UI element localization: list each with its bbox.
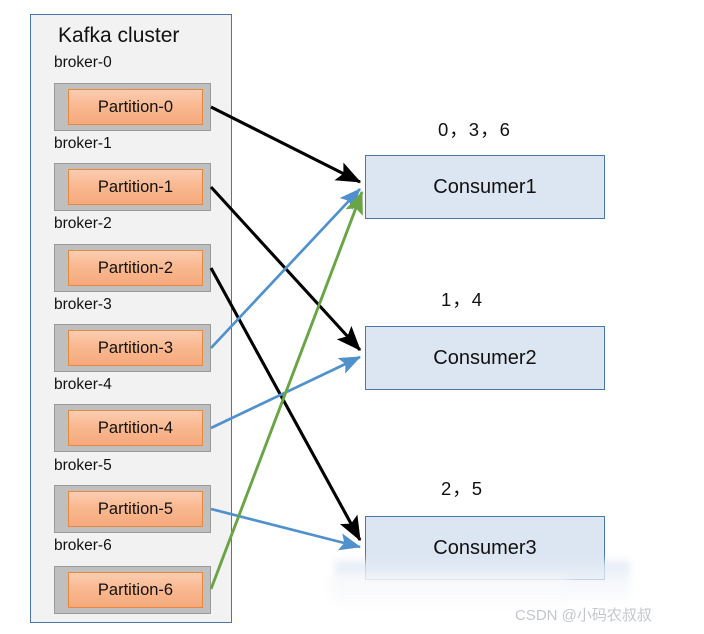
broker-label-5: broker-5 [54,457,112,474]
assignment-label-consumer1: 0，3，6 [438,119,511,140]
consumer-box-1[interactable]: Consumer1 [365,155,605,219]
kafka-cluster-title: Kafka cluster [58,24,180,47]
partition-box-2: Partition-2 [68,250,203,286]
partition-box-6: Partition-6 [68,572,203,608]
edge-partition2-consumer3 [209,267,362,542]
partition-box-3: Partition-3 [68,330,203,366]
partition-label-4: Partition-4 [97,418,174,437]
consumer-label-2: Consumer2 [433,346,537,369]
assignment-label-consumer3: 2，5 [441,478,484,499]
edge-partition1-consumer2 [209,185,362,352]
broker-label-6: broker-6 [54,537,112,554]
partition-label-3: Partition-3 [97,338,174,357]
edge-partition3-consumer1 [210,188,361,349]
edge-partition6-consumer1 [209,190,364,590]
edge-partition4-consumer2 [210,355,361,430]
consumer-box-2[interactable]: Consumer2 [365,326,605,390]
broker-label-3: broker-3 [54,296,112,313]
partition-label-1: Partition-1 [97,177,174,196]
partition-frame-0[interactable]: Partition-0 [54,83,211,131]
partition-label-6: Partition-6 [97,580,174,599]
assignment-label-consumer2: 1，4 [441,289,484,310]
partition-frame-6[interactable]: Partition-6 [54,566,211,614]
partition-label-0: Partition-0 [97,97,174,116]
partition-label-2: Partition-2 [97,258,174,277]
edge-partition5-consumer3 [210,507,362,551]
broker-label-4: broker-4 [54,376,112,393]
partition-label-5: Partition-5 [97,499,174,518]
partition-box-0: Partition-0 [68,89,203,125]
broker-label-1: broker-1 [54,135,112,152]
partition-frame-5[interactable]: Partition-5 [54,485,211,533]
consumer-label-1: Consumer1 [433,175,537,198]
edge-partition0-consumer1 [210,105,362,184]
partition-box-4: Partition-4 [68,410,203,446]
consumer-label-3: Consumer3 [433,536,537,559]
partition-frame-2[interactable]: Partition-2 [54,244,211,292]
blur-smudge-artifact-lower [330,578,570,610]
csdn-watermark: CSDN @小码农叔叔 [515,607,652,624]
partition-box-5: Partition-5 [68,491,203,527]
broker-label-2: broker-2 [54,215,112,232]
partition-box-1: Partition-1 [68,169,203,205]
partition-frame-4[interactable]: Partition-4 [54,404,211,452]
partition-frame-3[interactable]: Partition-3 [54,324,211,372]
broker-label-0: broker-0 [54,54,112,71]
partition-frame-1[interactable]: Partition-1 [54,163,211,211]
